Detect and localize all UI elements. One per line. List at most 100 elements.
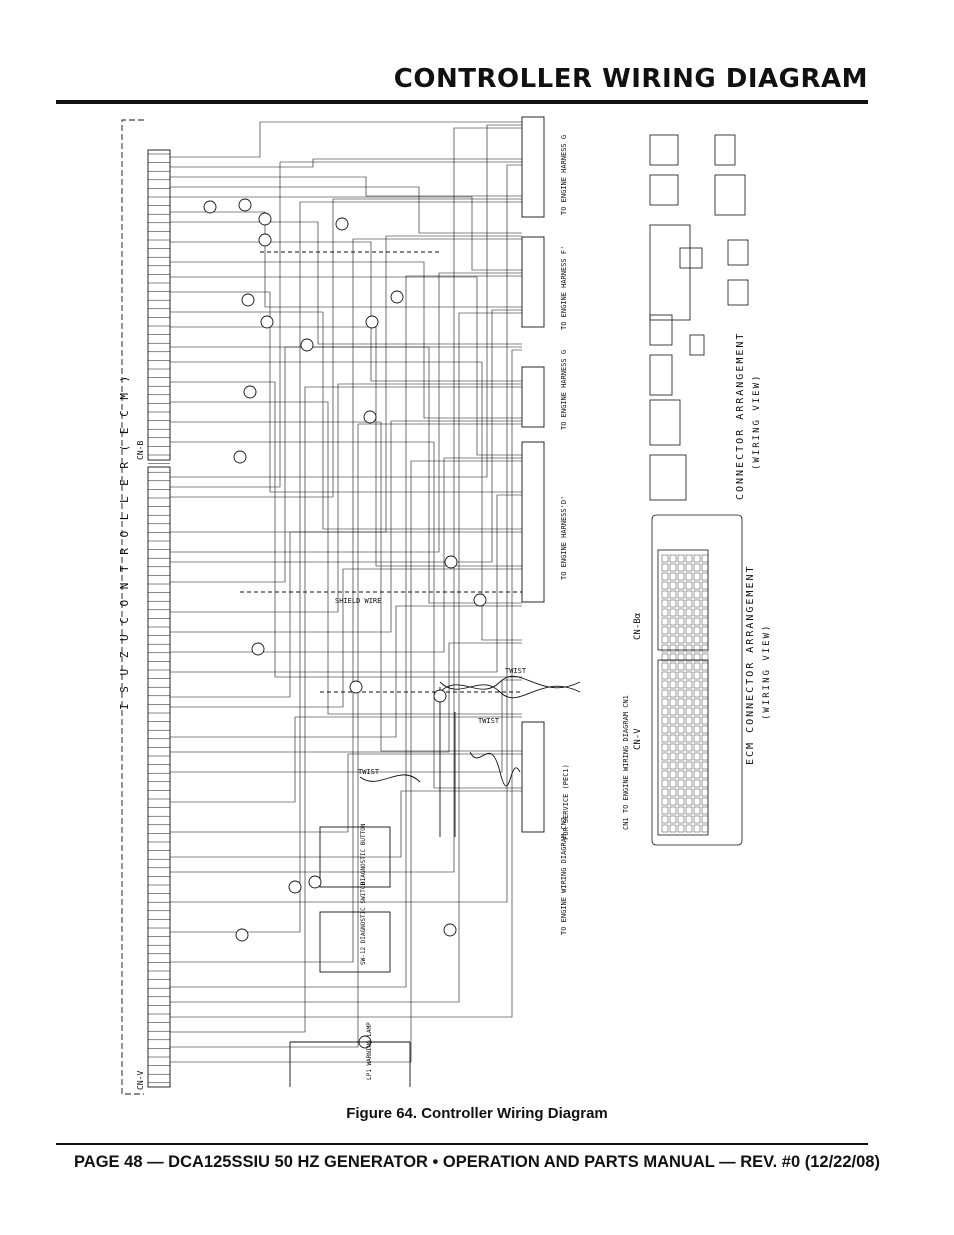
ecm-pin: [677, 698, 685, 707]
ecm-pin: [669, 734, 677, 743]
ecm-pin: [661, 752, 669, 761]
wire: [170, 276, 522, 456]
ecm-pin: [685, 752, 693, 761]
ecm-pin: [661, 680, 669, 689]
twist-label-2: TWIST: [478, 717, 500, 725]
ecm-pin: [701, 743, 709, 752]
cn-v-label: CN-V: [136, 1070, 145, 1090]
ecm-pin: [669, 779, 677, 788]
ecm-pin: [677, 716, 685, 725]
ecm-pin: [685, 815, 693, 824]
ecm-pin: [693, 662, 701, 671]
ecm-pin: [677, 617, 685, 626]
ecm-pin: [669, 824, 677, 833]
ecm-pin: [693, 779, 701, 788]
ecm-pin: [701, 788, 709, 797]
wire: [170, 291, 522, 493]
ecm-pin: [701, 590, 709, 599]
ecm-pin: [693, 581, 701, 590]
header-rule: [56, 100, 868, 104]
wire: [170, 201, 522, 933]
ecm-pin: [685, 716, 693, 725]
ecm-pin: [677, 752, 685, 761]
ecm-pin: [693, 671, 701, 680]
wire: [170, 460, 522, 1063]
ecm-pin: [661, 707, 669, 716]
ecm-pin: [661, 734, 669, 743]
ecm-pin: [693, 698, 701, 707]
ecm-pin: [693, 689, 701, 698]
ecm-pin: [661, 743, 669, 752]
ecm-pin: [693, 680, 701, 689]
ecm-pin: [677, 734, 685, 743]
diag-label: DIAGNOSTIC BUTTON: [360, 823, 367, 885]
ecm-pin: [701, 617, 709, 626]
ecm-pin: [669, 653, 677, 662]
ecm-pin: [669, 770, 677, 779]
ecm-pin: [669, 716, 677, 725]
wire: [170, 423, 522, 1048]
wire: [170, 420, 522, 633]
ecm-pin: [701, 608, 709, 617]
ecm-pin: [669, 689, 677, 698]
ecm-pin: [701, 698, 709, 707]
ecm-pin: [677, 554, 685, 563]
wire: [170, 196, 522, 271]
ecm-pin: [669, 554, 677, 563]
wire: [170, 457, 522, 653]
harness-label-f: TO ENGINE HARNESS F': [560, 245, 568, 330]
ecm-pin: [661, 599, 669, 608]
ecm-pin: [693, 815, 701, 824]
wire: [170, 716, 522, 803]
ecm-pin: [685, 644, 693, 653]
ecm-pin: [677, 680, 685, 689]
ecm-pin: [669, 581, 677, 590]
wire: [170, 381, 522, 678]
ecm-pin: [677, 788, 685, 797]
ecm-pin: [693, 788, 701, 797]
ecm-pin: [685, 788, 693, 797]
ecm-pin: [661, 653, 669, 662]
ecm-pin: [701, 797, 709, 806]
harness-label-g: TO ENGINE HARNESS G: [560, 349, 568, 430]
ecm-pin: [693, 824, 701, 833]
ecm-pin: [677, 779, 685, 788]
ecm-pin: [677, 671, 685, 680]
ecm-arrangement-sub: (WIRING VIEW): [762, 623, 772, 720]
ecm-pin: [669, 761, 677, 770]
page-title: CONTROLLER WIRING DIAGRAM: [393, 64, 868, 94]
wire: [170, 311, 522, 530]
ecm-pin: [685, 734, 693, 743]
ecm-pin: [669, 797, 677, 806]
shield-label: SHIELD WIRE: [335, 597, 382, 605]
ecm-pin: [677, 815, 685, 824]
ecm-pin: [669, 806, 677, 815]
ecm-pin: [701, 635, 709, 644]
ecm-pin: [693, 707, 701, 716]
wire: [170, 605, 522, 738]
ecm-pin: [693, 734, 701, 743]
footer-rule: [56, 1143, 868, 1145]
ecm-pin: [661, 635, 669, 644]
ecm-pin: [661, 554, 669, 563]
ecm-pin: [701, 806, 709, 815]
ecm-pin: [677, 824, 685, 833]
wire: [170, 211, 522, 308]
ecm-pin: [693, 752, 701, 761]
ecm-pin: [669, 572, 677, 581]
ecm-pin: [701, 662, 709, 671]
wire: [170, 127, 522, 873]
wire: [170, 346, 522, 583]
wire: [170, 186, 522, 234]
ecm-pin: [669, 599, 677, 608]
wire: [170, 326, 522, 567]
wire: [170, 309, 522, 563]
ecm-pin: [669, 563, 677, 572]
ecm-pin: [661, 581, 669, 590]
ecm-pin: [701, 644, 709, 653]
ecm-pin: [669, 626, 677, 635]
ecm-pin: [685, 608, 693, 617]
wire: [170, 361, 522, 641]
ecm-pin: [685, 662, 693, 671]
ecm-pin: [693, 563, 701, 572]
